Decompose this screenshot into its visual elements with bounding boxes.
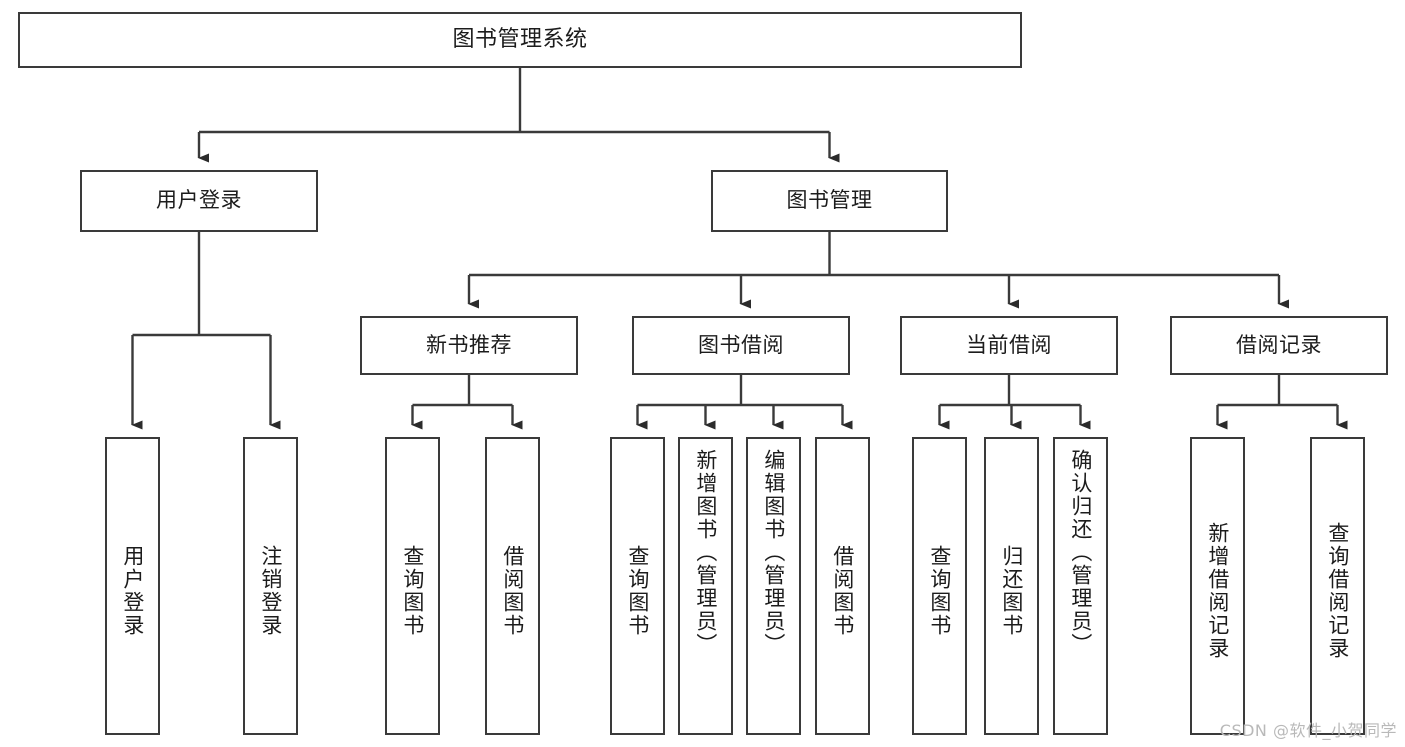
node-label-leaf-user-logout: 注销登录 (258, 545, 283, 637)
node-leaf-borrow-book-2[interactable]: 借阅图书 (815, 437, 870, 735)
node-book-manage[interactable]: 图书管理 (711, 170, 948, 232)
node-label-leaf-confirm-return: 确认归还（管理员） (1068, 449, 1093, 656)
node-leaf-borrow-book-1[interactable]: 借阅图书 (485, 437, 540, 735)
node-label-user-login: 用户登录 (156, 188, 242, 213)
node-leaf-add-record[interactable]: 新增借阅记录 (1190, 437, 1245, 735)
node-label-leaf-query-book-2: 查询图书 (625, 545, 650, 637)
node-label-leaf-edit-book: 编辑图书（管理员） (761, 449, 786, 656)
node-label-leaf-query-record: 查询借阅记录 (1325, 522, 1350, 660)
node-book-borrow[interactable]: 图书借阅 (632, 316, 850, 375)
node-leaf-edit-book[interactable]: 编辑图书（管理员） (746, 437, 801, 735)
node-label-current-borrow: 当前借阅 (966, 332, 1052, 357)
node-label-leaf-return-book: 归还图书 (999, 545, 1024, 637)
node-root[interactable]: 图书管理系统 (18, 12, 1022, 68)
node-leaf-query-book-2[interactable]: 查询图书 (610, 437, 665, 735)
node-label-borrow-record: 借阅记录 (1236, 332, 1322, 357)
node-leaf-confirm-return[interactable]: 确认归还（管理员） (1053, 437, 1108, 735)
node-label-leaf-user-login: 用户登录 (120, 545, 145, 637)
node-label-leaf-add-record: 新增借阅记录 (1205, 522, 1230, 660)
node-label-leaf-query-book-3: 查询图书 (927, 545, 952, 637)
node-label-new-book-rec: 新书推荐 (426, 332, 512, 357)
node-label-book-borrow: 图书借阅 (698, 332, 784, 357)
csdn-watermark: CSDN @软件_小贺同学 (1219, 721, 1397, 740)
node-borrow-record[interactable]: 借阅记录 (1170, 316, 1388, 375)
node-leaf-return-book[interactable]: 归还图书 (984, 437, 1039, 735)
node-label-book-manage: 图书管理 (786, 188, 873, 213)
node-label-leaf-query-book-1: 查询图书 (400, 545, 425, 637)
node-new-book-rec[interactable]: 新书推荐 (360, 316, 578, 375)
node-leaf-add-book[interactable]: 新增图书（管理员） (678, 437, 733, 735)
node-label-leaf-borrow-book-1: 借阅图书 (500, 545, 525, 637)
node-leaf-user-login[interactable]: 用户登录 (105, 437, 160, 735)
node-leaf-user-logout[interactable]: 注销登录 (243, 437, 298, 735)
node-label-root: 图书管理系统 (452, 26, 588, 52)
node-label-leaf-borrow-book-2: 借阅图书 (830, 545, 855, 637)
node-current-borrow[interactable]: 当前借阅 (900, 316, 1118, 375)
node-user-login[interactable]: 用户登录 (80, 170, 318, 232)
node-leaf-query-book-1[interactable]: 查询图书 (385, 437, 440, 735)
node-leaf-query-book-3[interactable]: 查询图书 (912, 437, 967, 735)
node-leaf-query-record[interactable]: 查询借阅记录 (1310, 437, 1365, 735)
node-label-leaf-add-book: 新增图书（管理员） (693, 449, 718, 656)
